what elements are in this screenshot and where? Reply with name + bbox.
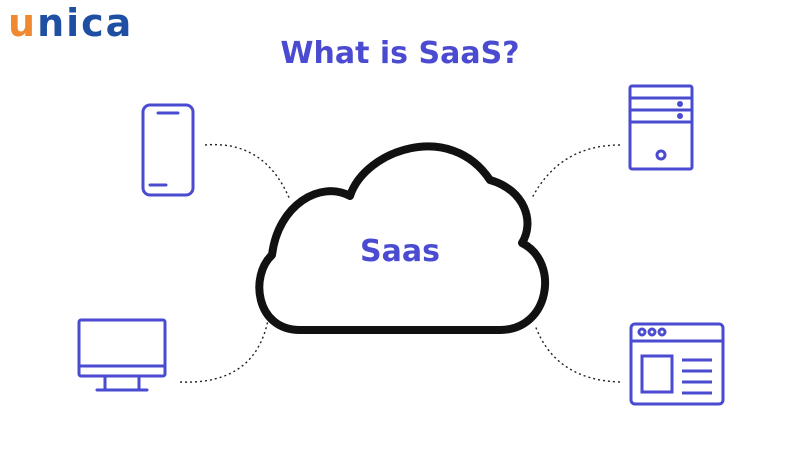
- unica-logo[interactable]: unica: [8, 4, 133, 42]
- logo-rest: nica: [37, 1, 134, 45]
- smartphone-icon: [141, 103, 195, 197]
- server-icon: [628, 84, 694, 171]
- browser-window-icon: [629, 322, 725, 406]
- connector-monitor: [179, 319, 269, 383]
- page-title: What is SaaS?: [280, 36, 520, 71]
- connector-phone: [204, 143, 291, 201]
- connector-browser: [534, 324, 621, 383]
- cloud-shape: [255, 142, 549, 334]
- cloud-label: Saas: [360, 234, 440, 269]
- monitor-icon: [77, 318, 167, 392]
- connector-lines: [179, 143, 621, 383]
- logo-first-letter: u: [8, 1, 38, 45]
- connector-server: [531, 144, 621, 199]
